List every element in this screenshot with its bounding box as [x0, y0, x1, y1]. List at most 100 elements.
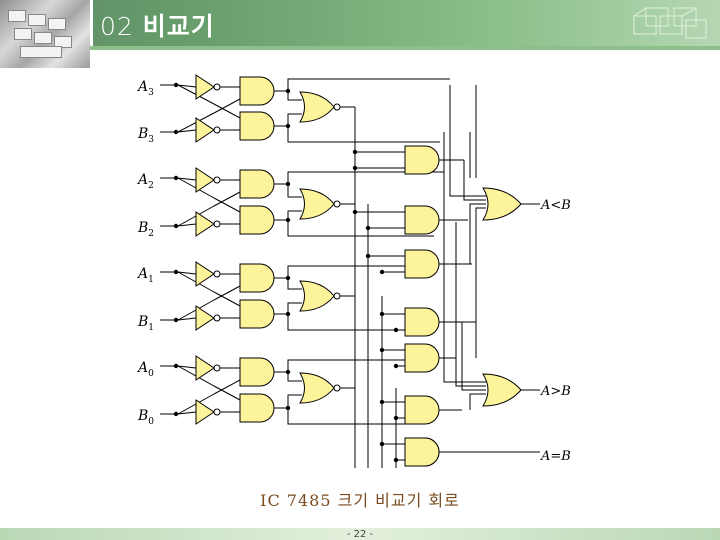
wire: [455, 222, 486, 387]
junction-dot: [285, 217, 291, 223]
header-bar: [0, 0, 720, 46]
input-subscript: 0: [148, 417, 154, 427]
wire: [469, 203, 486, 264]
wire: [449, 85, 486, 197]
wire: [469, 393, 486, 410]
footer-bar: [0, 528, 720, 540]
not-gate: [195, 399, 215, 425]
wire: [213, 379, 241, 395]
junction-dot: [173, 317, 179, 323]
output-label: A>B: [540, 384, 571, 399]
wire: [287, 408, 422, 425]
or-gate: [482, 373, 522, 407]
junction-dot: [379, 347, 385, 353]
junction-dot: [365, 253, 371, 259]
input-subscript: 1: [148, 275, 154, 285]
title-text: 비교기: [142, 12, 215, 41]
junction-dot: [173, 175, 179, 181]
wire: [213, 285, 241, 301]
not-bubble: [213, 364, 221, 372]
wire: [463, 160, 486, 201]
or-gate: [482, 187, 522, 221]
junction-dot: [393, 363, 399, 369]
input-label: B1: [137, 314, 154, 333]
junction-dots: [173, 82, 399, 463]
not-bubble: [213, 408, 221, 416]
junction-dot: [173, 269, 179, 275]
wire: [274, 113, 302, 127]
wire: [287, 220, 434, 237]
output-label: A=B: [540, 449, 571, 464]
junction-dot: [285, 275, 291, 281]
nor-gate: [299, 280, 335, 312]
junction-dot: [352, 149, 358, 155]
not-gate: [195, 117, 215, 143]
not-gate: [195, 211, 215, 237]
nor-bubble: [333, 200, 341, 208]
junction-dot: [379, 441, 385, 447]
output-label: A<B: [540, 198, 571, 213]
keyboard-photo: [0, 0, 93, 68]
not-gate: [195, 305, 215, 331]
junction-dot: [173, 223, 179, 229]
wire: [461, 322, 486, 391]
and-gate: [239, 169, 275, 199]
junction-dot: [379, 399, 385, 405]
input-subscript: 3: [148, 135, 154, 145]
not-gate: [195, 355, 215, 381]
junction-dot: [285, 181, 291, 187]
and-gate: [239, 299, 275, 329]
circuit-wires: [160, 78, 540, 468]
wire: [274, 90, 302, 101]
not-bubble: [213, 270, 221, 278]
input-label: B0: [137, 408, 154, 427]
junction-dot: [285, 123, 291, 129]
junction-dot: [173, 363, 179, 369]
input-label: B2: [137, 220, 154, 239]
wire: [475, 207, 486, 358]
and-gate: [404, 205, 440, 235]
wire: [287, 126, 440, 143]
junction-dot: [285, 88, 291, 94]
not-bubble: [213, 126, 221, 134]
not-gate: [195, 167, 215, 193]
wire: [287, 171, 444, 184]
input-subscript: 1: [148, 323, 154, 333]
slide-title: 02 비교기: [100, 7, 215, 43]
and-gate: [404, 145, 440, 175]
input-label: A2: [136, 172, 154, 191]
junction-dot: [365, 225, 371, 231]
input-subscript: 2: [148, 181, 154, 191]
wire: [213, 197, 241, 213]
junction-dot: [393, 415, 399, 421]
wire: [287, 265, 438, 278]
input-label: A3: [136, 79, 154, 98]
wire: [287, 314, 428, 331]
junction-dot: [352, 165, 358, 171]
input-subscript: 2: [148, 229, 154, 239]
junction-dot: [173, 411, 179, 417]
not-bubble: [213, 314, 221, 322]
wire: [213, 103, 241, 119]
and-gate: [404, 249, 440, 279]
wire: [213, 291, 241, 307]
wire: [213, 191, 241, 207]
junction-dot: [285, 405, 291, 411]
nor-bubble: [333, 103, 341, 111]
title-number: 02: [100, 12, 134, 41]
wire: [274, 302, 302, 315]
logic-gates: [195, 74, 522, 467]
wire: [287, 359, 432, 372]
input-label: B3: [137, 126, 154, 145]
and-gate: [239, 205, 275, 235]
and-gate: [404, 343, 440, 373]
junction-dot: [285, 311, 291, 317]
header-divider: [90, 46, 720, 50]
and-gate: [239, 76, 275, 106]
nor-gate: [299, 188, 335, 220]
junction-dot: [173, 129, 179, 135]
nor-bubble: [333, 292, 341, 300]
nor-bubble: [333, 384, 341, 392]
junction-dot: [379, 269, 385, 275]
